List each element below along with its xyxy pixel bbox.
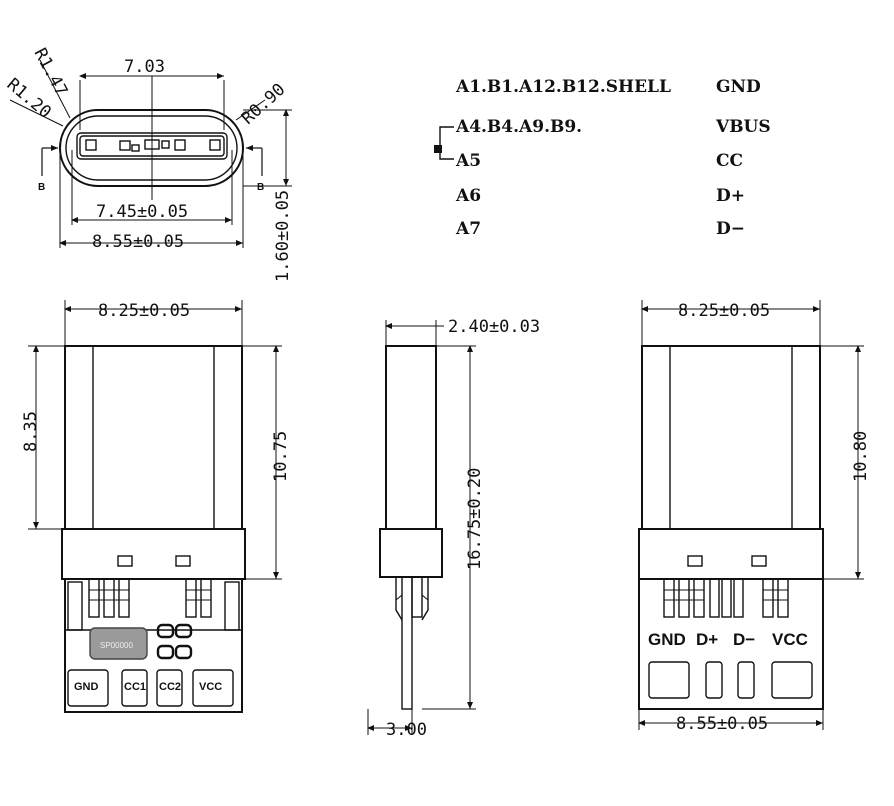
- pin-row-5-signal: D−: [716, 219, 745, 239]
- top-view: [9, 59, 292, 248]
- front-right-height-label: 10.75: [271, 431, 291, 482]
- front-pad-cc1: CC1: [124, 681, 146, 693]
- top-height-label: 1.60±0.05: [273, 190, 293, 282]
- pin-row-4-pins: A6: [455, 186, 481, 206]
- back-pad-vcc: VCC: [772, 630, 808, 649]
- front-left-height-label: 8.35: [21, 411, 41, 452]
- front-pad-gnd: GND: [74, 681, 99, 693]
- front-pad-cc2: CC2: [159, 681, 181, 693]
- pin-row-2-pins: A4.B4.A9.B9.: [455, 117, 582, 137]
- pin-row-1-signal: GND: [716, 77, 761, 97]
- front-width-label: 8.25±0.05: [98, 301, 190, 321]
- side-length-label: 16.75±0.20: [465, 468, 485, 570]
- back-view: [638, 300, 864, 730]
- pin-row-4-signal: D+: [716, 186, 745, 206]
- section-right-label: B: [257, 182, 264, 193]
- back-height-label: 10.80: [851, 431, 871, 482]
- pin-row-1-pins: A1.B1.A12.B12.SHELL: [455, 77, 671, 97]
- back-pad-dminus: D−: [733, 630, 755, 649]
- pin-row-3-pins: A5: [455, 151, 481, 171]
- chip-label: SP00000: [100, 641, 133, 650]
- pin-table: A1.B1.A12.B12.SHELL GND A4.B4.A9.B9. VBU…: [434, 77, 771, 239]
- outer-width-label: 8.55±0.05: [92, 232, 184, 252]
- side-thickness-label: 2.40±0.03: [448, 317, 540, 337]
- side-bottom-label: 3.00: [386, 720, 427, 740]
- radius-right-label: R0.90: [238, 80, 289, 129]
- pin-row-2-signal: VBUS: [715, 117, 771, 137]
- side-view: [367, 320, 476, 735]
- front-pad-vcc: VCC: [199, 681, 222, 693]
- section-left-label: B: [38, 182, 45, 193]
- pin-row-3-signal: CC: [716, 151, 743, 171]
- pin-row-5-pins: A7: [455, 219, 481, 239]
- inner-width-label: 7.45±0.05: [96, 202, 188, 222]
- back-pad-dplus: D+: [696, 630, 718, 649]
- back-bottom-width-label: 8.55±0.05: [676, 714, 768, 734]
- back-pad-gnd: GND: [648, 630, 686, 649]
- top-width-label: 7.03: [124, 57, 165, 77]
- front-view: [28, 300, 282, 713]
- back-width-label: 8.25±0.05: [678, 301, 770, 321]
